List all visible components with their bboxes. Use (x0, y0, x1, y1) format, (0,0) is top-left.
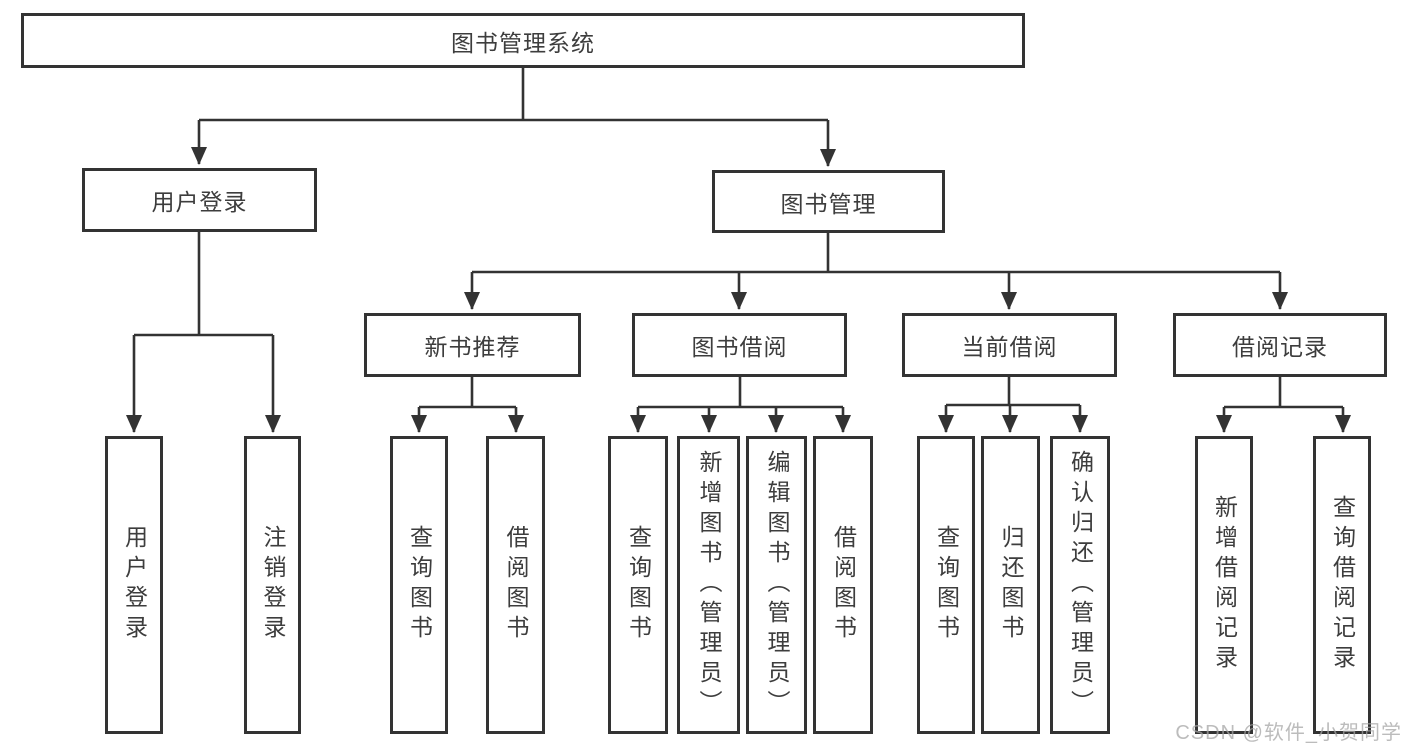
node-label: 借阅图书 (503, 525, 529, 645)
leaf-bb-edit-books-admin: 编辑图书（管理员） (746, 436, 807, 734)
leaf-cb-return-books: 归还图书 (981, 436, 1040, 734)
node-label: 编辑图书（管理员） (764, 450, 790, 720)
node-label: 查询借阅记录 (1329, 495, 1356, 675)
node-label: 新增图书（管理员） (696, 450, 722, 720)
node-label: 查询图书 (406, 525, 433, 645)
node-label: 用户登录 (121, 525, 148, 645)
leaf-nbr-borrow-books: 借阅图书 (486, 436, 545, 734)
leaf-br-query-record: 查询借阅记录 (1313, 436, 1371, 734)
leaf-bb-add-books-admin: 新增图书（管理员） (677, 436, 740, 734)
node-new-book-recommend: 新书推荐 (364, 313, 581, 377)
node-label: 注销登录 (260, 525, 286, 645)
node-label: 新增借阅记录 (1211, 495, 1238, 675)
leaf-bb-query-books: 查询图书 (608, 436, 668, 734)
node-label: 查询图书 (625, 525, 652, 645)
node-label: 图书借阅 (691, 334, 788, 360)
node-book-management: 图书管理 (712, 170, 945, 233)
node-user-login: 用户登录 (82, 168, 317, 232)
leaf-bb-borrow-books: 借阅图书 (813, 436, 873, 734)
node-label: 确认归还（管理员） (1067, 450, 1094, 720)
node-label: 新书推荐 (424, 334, 521, 360)
node-label: 当前借阅 (961, 334, 1058, 360)
leaf-cb-confirm-return-admin: 确认归还（管理员） (1050, 436, 1110, 734)
leaf-logout: 注销登录 (244, 436, 301, 734)
node-current-borrowing: 当前借阅 (902, 313, 1117, 377)
node-library-management-system: 图书管理系统 (21, 13, 1025, 68)
node-label: 归还图书 (998, 525, 1024, 645)
node-borrowing-records: 借阅记录 (1173, 313, 1387, 377)
node-label: 用户登录 (151, 189, 248, 215)
node-label: 查询图书 (933, 525, 960, 645)
node-label: 图书管理 (780, 190, 877, 217)
node-label: 借阅记录 (1232, 334, 1328, 360)
node-label: 借阅图书 (830, 525, 857, 645)
leaf-nbr-query-books: 查询图书 (390, 436, 448, 734)
csdn-watermark: CSDN @软件_小贺同学 (1175, 722, 1402, 744)
node-book-borrowing: 图书借阅 (632, 313, 847, 377)
node-label: 图书管理系统 (451, 29, 595, 56)
leaf-user-login: 用户登录 (105, 436, 163, 734)
leaf-br-add-record: 新增借阅记录 (1195, 436, 1253, 734)
leaf-cb-query-books: 查询图书 (917, 436, 975, 734)
